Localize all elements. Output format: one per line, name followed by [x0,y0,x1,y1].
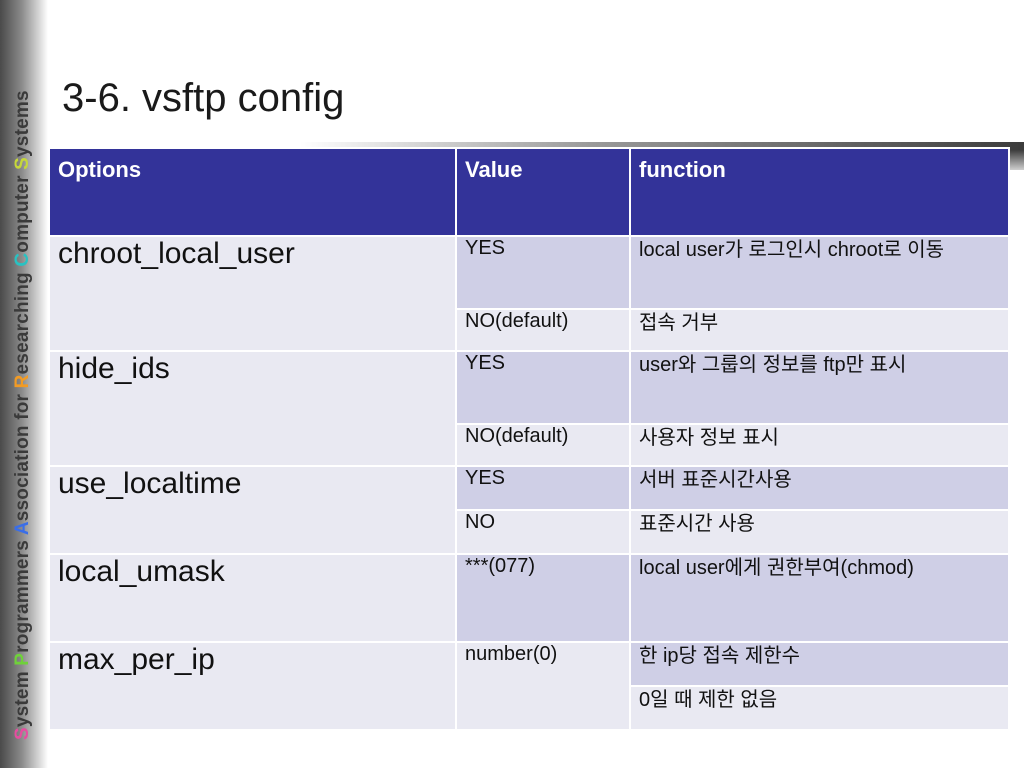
table-header-row: Options Value function [48,147,1010,237]
table-row: local_umask ***(077) local user에게 권한부여(c… [48,553,1010,643]
option-value: YES [455,235,631,310]
table-row: NO(default) 접속 거부 [49,308,1010,352]
option-function: local user에게 권한부여(chmod) [629,553,1010,643]
brand-vertical-text: System Programmers Association for Resea… [6,0,40,740]
option-value: NO(default) [455,423,631,467]
brand-word-6: ystems [12,90,33,157]
brand-letter-2: P [12,652,33,666]
option-name: use_localtime [48,465,457,555]
option-function: local user가 로그인시 chroot로 이동 [629,235,1010,310]
brand-word-1: ystem [12,665,33,728]
header-function: function [629,147,1010,237]
table-row: max_per_ip number(0) 한 ip당 접속 제한수 [48,641,1010,731]
brand-word-5: omputer [12,169,33,253]
brand-word-2: rogrammers [12,535,33,653]
option-value: number(0) [455,641,631,731]
option-value: ***(077) [455,553,631,643]
table-row: chroot_local_user YES local user가 로그인시 c… [48,235,1010,352]
option-value: NO(default) [455,308,631,352]
brand-word-4: esearching [12,266,33,375]
slide-title: 3-6. vsftp config [62,76,345,120]
option-name: chroot_local_user [48,235,457,352]
brand-letter-1: S [12,727,33,740]
option-value: YES [455,350,631,425]
header-value: Value [455,147,631,237]
option-value: NO [455,509,631,555]
option-name: max_per_ip [48,641,457,731]
decorative-bar-tail [1006,150,1024,170]
option-name: hide_ids [48,350,457,467]
option-function: 0일 때 제한 없음 [629,685,1010,731]
options-table: Options Value function chroot_local_user… [48,147,1010,731]
brand-letter-3: A [12,521,33,536]
option-name: local_umask [48,553,457,643]
table-row: use_localtime YES 서버 표준시간사용 [48,465,1010,555]
header-options: Options [48,147,457,237]
option-function: 사용자 정보 표시 [629,423,1010,467]
table-row: hide_ids YES user와 그룹의 정보를 ftp만 표시 [48,350,1010,467]
option-function: user와 그룹의 정보를 ftp만 표시 [629,350,1010,425]
brand-word-3: ssociation for [12,388,33,522]
brand-letter-5: C [12,252,33,267]
table-row: 0일 때 제한 없음 [49,685,1010,731]
option-function: 서버 표준시간사용 [629,465,1010,511]
option-value: YES [455,465,631,511]
option-function: 한 ip당 접속 제한수 [629,641,1010,687]
table-row: NO(default) 사용자 정보 표시 [49,423,1010,467]
brand-letter-6: S [12,156,33,170]
brand-letter-4: R [12,374,33,389]
option-function: 표준시간 사용 [629,509,1010,555]
option-function: 접속 거부 [629,308,1010,352]
table-row: NO 표준시간 사용 [49,509,1010,555]
sidebar-decoration [0,0,48,768]
